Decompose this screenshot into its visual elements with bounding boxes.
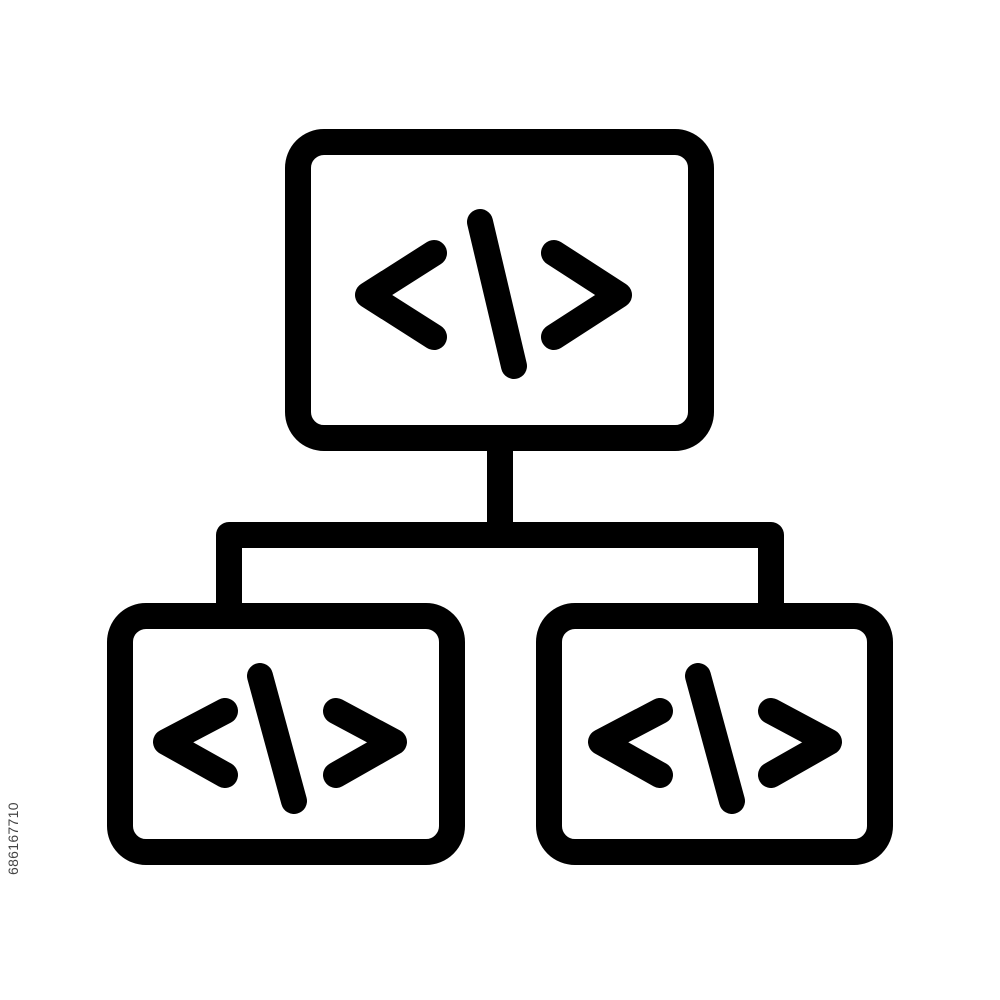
stock-id-label: 686167710 bbox=[5, 802, 21, 875]
left-node-code-icon bbox=[153, 663, 407, 814]
right-node-box bbox=[536, 603, 893, 865]
right-node bbox=[536, 603, 893, 865]
left-node bbox=[107, 603, 465, 865]
top-node-code-icon bbox=[355, 209, 632, 379]
right-node-code-icon bbox=[588, 663, 842, 814]
top-node bbox=[285, 129, 714, 451]
left-node-box bbox=[107, 603, 465, 865]
top-node-box bbox=[285, 129, 714, 451]
connector-lines bbox=[216, 450, 784, 605]
